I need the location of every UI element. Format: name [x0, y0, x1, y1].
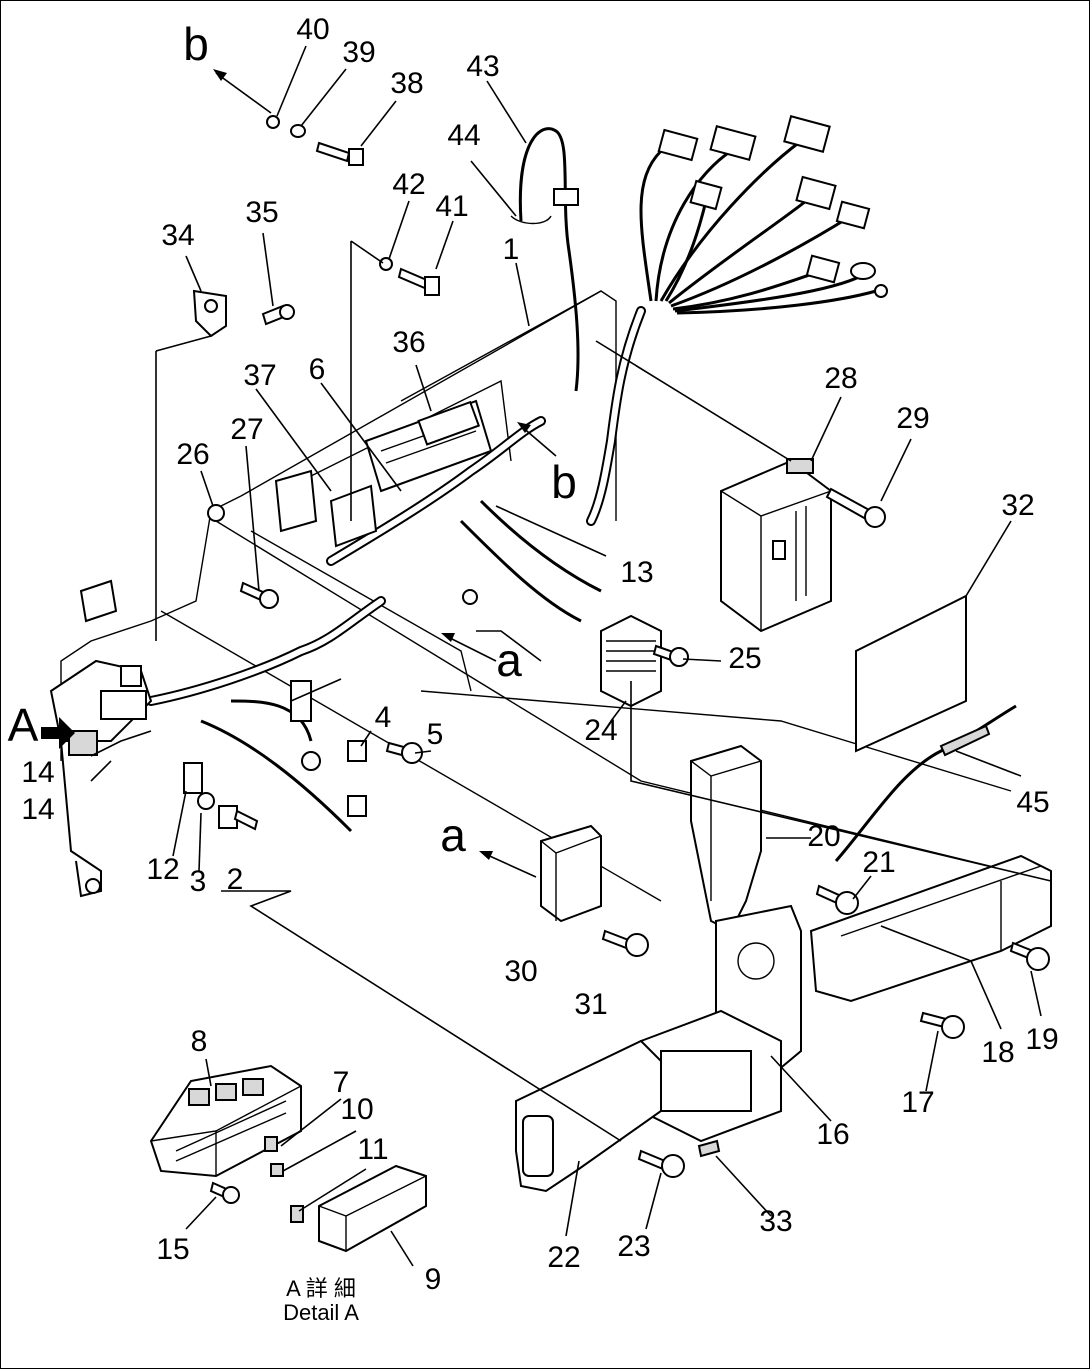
washer-40: [266, 115, 280, 129]
bolt-31: [601, 929, 649, 957]
label-9: 9: [425, 1263, 442, 1296]
label-13: 13: [620, 556, 653, 589]
marker-b-lower: b: [551, 456, 577, 508]
terminal-block-8: [149, 1064, 302, 1178]
label-30: 30: [504, 955, 537, 988]
marker-a-lower: a: [440, 809, 466, 861]
washer-42: [379, 257, 393, 271]
nut-13: [462, 589, 478, 605]
bolt-21: [815, 884, 859, 915]
label-38: 38: [390, 67, 423, 100]
label-17: 17: [901, 1086, 934, 1119]
label-2: 2: [227, 863, 244, 896]
label-44: 44: [447, 119, 480, 152]
label-20: 20: [807, 820, 840, 853]
detail-caption-english: Detail A: [283, 1300, 359, 1325]
label-3: 3: [190, 865, 207, 898]
label-8: 8: [191, 1025, 208, 1058]
label-34: 34: [161, 219, 194, 252]
label-1: 1: [503, 233, 520, 266]
pin-11: [290, 1205, 304, 1223]
controller-28: [720, 458, 832, 633]
label-26: 26: [176, 438, 209, 471]
view-arrows: [213, 69, 557, 878]
label-27: 27: [230, 413, 263, 446]
bolt-19: [1009, 941, 1050, 971]
label-42: 42: [392, 168, 425, 201]
label-6: 6: [309, 353, 326, 386]
bracket-34: [192, 289, 227, 338]
label-37: 37: [243, 359, 276, 392]
label-11: 11: [357, 1133, 388, 1166]
label-7: 7: [333, 1066, 350, 1099]
washer-39: [290, 124, 306, 138]
detail-caption-japanese: A 詳 細: [286, 1276, 356, 1301]
bracket-6-37: [274, 469, 378, 548]
duct-20: [690, 744, 762, 933]
label-35: 35: [245, 196, 278, 229]
label-14a: 14: [21, 756, 54, 789]
module-30: [540, 824, 602, 923]
label-24: 24: [584, 714, 617, 747]
marker-b-upper: b: [183, 18, 209, 70]
view-markers: b b a a A: [8, 18, 577, 861]
left-assembly: [49, 579, 423, 898]
chassis-frame: [60, 290, 1052, 902]
clip-33: [697, 1139, 721, 1158]
label-41: 41: [435, 190, 468, 223]
label-29: 29: [896, 402, 929, 435]
label-18: 18: [981, 1036, 1014, 1069]
label-31: 31: [574, 988, 607, 1021]
bolt-38: [315, 141, 364, 166]
label-15: 15: [156, 1233, 189, 1266]
pin-10: [270, 1163, 284, 1177]
leader-lines: [90, 45, 1052, 1267]
label-5: 5: [427, 718, 444, 751]
label-33: 33: [759, 1205, 792, 1238]
wiring-harness: [146, 115, 888, 833]
view-a-arrow-icon: [41, 717, 75, 749]
label-25: 25: [728, 642, 761, 675]
label-32: 32: [1001, 489, 1034, 522]
label-16: 16: [816, 1118, 849, 1151]
panel-36: [364, 399, 493, 493]
bolt-23: [637, 1149, 685, 1178]
screw-35: [261, 304, 295, 326]
bolt-41: [397, 267, 440, 296]
bolt-27: [239, 581, 279, 609]
marker-a-upper: a: [496, 634, 522, 686]
label-23: 23: [617, 1230, 650, 1263]
duct-18: [809, 854, 1052, 1003]
label-19: 19: [1025, 1023, 1058, 1056]
bolt-29: [825, 487, 886, 528]
label-10: 10: [340, 1093, 373, 1126]
screw-15: [209, 1181, 240, 1204]
nut-26: [207, 504, 225, 522]
label-14b: 14: [21, 793, 54, 826]
cable-45: [834, 704, 1017, 862]
detail-a-caption: A 詳 細 Detail A: [211, 1277, 431, 1325]
label-39: 39: [342, 36, 375, 69]
label-36: 36: [392, 326, 425, 359]
bolt-17: [919, 1011, 965, 1039]
duct-16: [640, 904, 802, 1143]
label-45: 45: [1016, 786, 1049, 819]
label-4: 4: [375, 701, 392, 734]
duct-22: [515, 1039, 662, 1193]
label-21: 21: [862, 846, 895, 879]
marker-A: A: [8, 699, 39, 751]
part-labels: 1 2 3 4 5 6 7 8 9 10 11 12 13 14 14 15 1…: [21, 13, 1058, 1296]
label-40: 40: [296, 13, 329, 46]
relay-24: [600, 614, 662, 708]
label-43: 43: [466, 50, 499, 83]
bolt-25: [652, 644, 689, 667]
label-12: 12: [146, 853, 179, 886]
label-22: 22: [547, 1241, 580, 1274]
sheet-32: [855, 594, 967, 753]
label-28: 28: [824, 362, 857, 395]
cover-9: [318, 1164, 427, 1253]
pin-7: [264, 1136, 278, 1152]
